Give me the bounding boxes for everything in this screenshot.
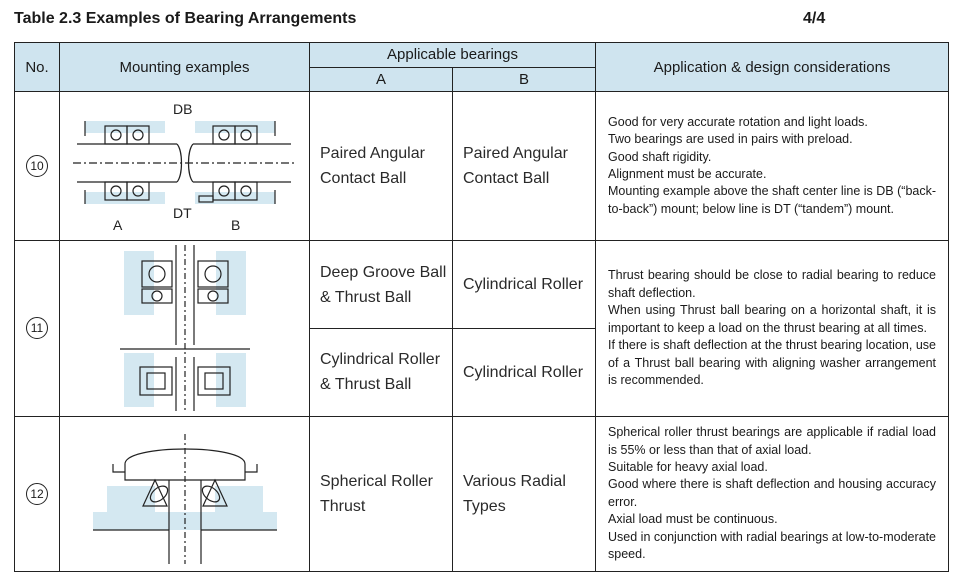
- table-row: 11 Dee: [14, 240, 950, 417]
- bearing-b-cell: Various Radial Types: [451, 415, 597, 573]
- note: Alignment must be accurate.: [608, 167, 767, 182]
- label-a: A: [113, 217, 123, 233]
- considerations-cell: Thrust bearing should be close to radial…: [595, 240, 950, 417]
- bearing-a-cell: Spherical Roller Thrust: [309, 415, 453, 573]
- row-number: 12: [26, 482, 48, 505]
- bearing-a-cell: Cylindrical Roller & Thrust Ball: [309, 327, 453, 417]
- bearing-b-cell: Cylindrical Roller: [451, 240, 597, 329]
- page-number: 4/4: [803, 10, 826, 27]
- note: Suitable for heavy axial load.: [608, 460, 768, 475]
- bearing-table: No. Mounting examples Applicable bearing…: [14, 42, 950, 573]
- table-row: Cylindrical Roller & Thrust Ball Cylindr…: [15, 327, 949, 417]
- header-considerations: Application & design considerations: [595, 42, 950, 92]
- mounting-diagram-cell: [59, 415, 310, 573]
- label-dt: DT: [173, 205, 192, 221]
- note: Two bearings are used in pairs with prel…: [608, 132, 853, 147]
- row-number: 10: [26, 155, 48, 178]
- label-b: B: [231, 217, 240, 233]
- bearing-b-cell: Paired Angular Contact Ball: [451, 90, 597, 242]
- note: Mounting example above the shaft center …: [608, 184, 937, 216]
- row-number-cell: 11: [14, 240, 60, 417]
- row-number: 11: [26, 317, 48, 340]
- header-applicable: Applicable bearings: [308, 42, 597, 68]
- header-b: B: [451, 66, 597, 92]
- note: Spherical roller thrust bearings are app…: [608, 425, 937, 457]
- note: Thrust bearing should be close to radial…: [608, 268, 937, 300]
- mounting-diagram-cell: [59, 240, 310, 417]
- note: Good shaft rigidity.: [608, 149, 712, 164]
- bearing-a-cell: Paired Angular Contact Ball: [309, 90, 453, 242]
- paired-angular-diagram: DB DT A B: [72, 101, 295, 233]
- table-row: 12 Spherical Roller Thrust: [14, 415, 950, 573]
- note: Good for very accurate rotation and ligh…: [608, 114, 868, 129]
- considerations-cell: Good for very accurate rotation and ligh…: [595, 90, 950, 242]
- considerations-cell: Spherical roller thrust bearings are app…: [595, 415, 950, 573]
- header-a: A: [309, 66, 453, 92]
- header-mounting: Mounting examples: [59, 42, 310, 92]
- note: If there is shaft deflection at the thru…: [608, 338, 937, 387]
- label-db: DB: [173, 101, 192, 117]
- table-row: 10: [14, 90, 950, 242]
- mounting-diagram-cell: DB DT A B: [59, 90, 310, 242]
- spherical-thrust-diagram: [92, 433, 277, 564]
- note: Used in conjunction with radial bearings…: [608, 529, 937, 562]
- header-no: No.: [14, 42, 60, 92]
- note: Good where there is shaft deflection and…: [608, 477, 937, 509]
- table-title: Table 2.3 Examples of Bearing Arrangemen…: [14, 10, 357, 27]
- row-number-cell: 12: [14, 415, 60, 573]
- note: When using Thrust ball bearing on a hori…: [608, 303, 937, 335]
- row-number-cell: 10: [14, 90, 60, 242]
- bearing-b-cell: Cylindrical Roller: [451, 327, 597, 417]
- note: Axial load must be continuous.: [608, 512, 778, 527]
- thrust-radial-diagram: [119, 245, 250, 412]
- bearing-a-cell: Deep Groove Ball & Thrust Ball: [309, 240, 453, 329]
